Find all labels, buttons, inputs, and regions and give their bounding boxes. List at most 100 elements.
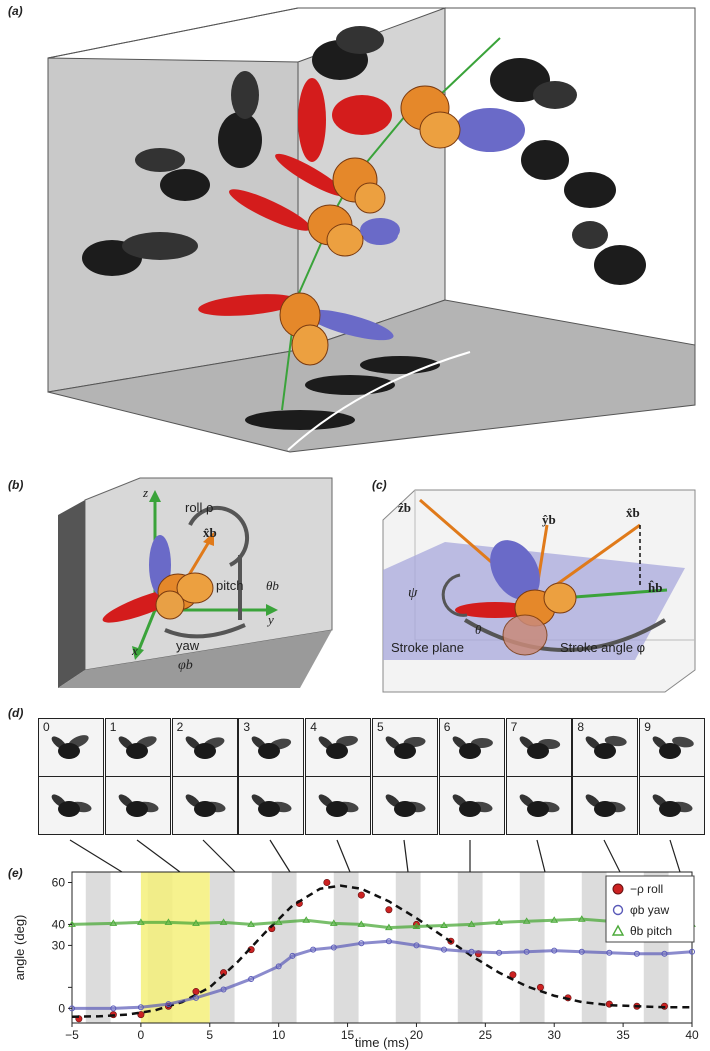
data-point	[68, 920, 76, 927]
panel-b-label: (b)	[8, 478, 24, 492]
b-phi-label: φb	[178, 658, 193, 673]
c-stroke-angle-label: Stroke angle φ	[560, 640, 646, 655]
legend-marker	[611, 924, 625, 936]
panel-c-label: (c)	[372, 478, 387, 492]
frame-number: 7	[510, 720, 518, 734]
frame-number: 1	[109, 720, 117, 734]
data-point	[551, 947, 558, 954]
data-point	[550, 916, 559, 923]
data-point	[385, 938, 392, 945]
panel-a-label: (a)	[8, 4, 23, 18]
fly-silhouette	[652, 736, 694, 759]
data-point	[137, 1011, 145, 1019]
stripe	[581, 872, 607, 1023]
data-point	[441, 946, 447, 953]
data-point	[440, 921, 448, 928]
b-yaw-label: yaw	[176, 638, 200, 653]
frame-bottom-7	[505, 776, 572, 835]
legend-label: −ρ roll	[630, 882, 663, 896]
panel-d-label: (d)	[8, 706, 24, 720]
fly-silhouette	[318, 794, 359, 817]
data-point	[137, 1004, 144, 1011]
data-point	[496, 949, 503, 956]
fly-silhouette	[519, 794, 560, 817]
frame-bottom-9	[639, 776, 706, 835]
frame-top-4: 4	[305, 718, 372, 777]
stripe	[209, 872, 235, 1023]
c-zhat-label: ẑb	[398, 500, 411, 515]
x-tick-label: 25	[479, 1028, 493, 1042]
stripe	[457, 872, 483, 1023]
data-point	[219, 918, 228, 925]
panel-c-stroke-diagram	[382, 489, 696, 693]
fly-silhouette	[82, 26, 384, 276]
fly-silhouette	[652, 794, 693, 817]
data-point	[330, 944, 337, 951]
b-theta-label: θb	[266, 578, 279, 593]
data-point	[495, 918, 503, 925]
fly-silhouette	[51, 794, 92, 817]
fly-silhouette	[185, 794, 226, 817]
data-point	[509, 971, 517, 979]
legend-label: φb yaw	[630, 903, 669, 917]
fly-silhouette	[318, 735, 359, 759]
data-point	[633, 950, 640, 957]
x-tick-label: 15	[341, 1028, 355, 1042]
data-point	[323, 878, 331, 886]
y-tick-label: 60	[52, 875, 66, 889]
series-line	[71, 884, 692, 1018]
frame-top-9: 9	[639, 718, 706, 777]
data-point	[385, 923, 393, 931]
frame-top-3: 3	[238, 718, 305, 777]
panel-e-label: (e)	[8, 866, 23, 880]
highlight-span	[140, 872, 210, 1023]
data-point	[468, 948, 475, 955]
x-tick-label: 30	[548, 1028, 562, 1042]
c-hhat-label: ĥb	[648, 580, 663, 595]
frame-top-0: 0	[38, 718, 104, 777]
data-point	[193, 994, 199, 1001]
fly-silhouette	[51, 735, 89, 759]
series-line	[71, 917, 692, 930]
fly-model	[229, 189, 398, 257]
data-point	[247, 920, 255, 927]
fly-model	[298, 78, 525, 162]
frame-number: 4	[310, 720, 317, 734]
data-point	[385, 906, 393, 914]
x-tick-label: −5	[65, 1028, 79, 1042]
frame-number: 2	[176, 720, 184, 734]
legend-marker	[612, 904, 624, 916]
x-tick-label: 40	[685, 1028, 699, 1042]
fly-model	[275, 153, 400, 242]
data-point	[577, 915, 586, 922]
fly-silhouette	[452, 736, 493, 759]
frame-bottom-4	[305, 776, 372, 835]
fly-silhouette	[385, 794, 426, 817]
frame-number: 6	[443, 720, 451, 734]
fly-silhouette	[586, 794, 626, 817]
fly-silhouette	[385, 736, 426, 759]
data-point	[522, 917, 531, 924]
x-tick-label: 10	[272, 1028, 286, 1042]
data-point	[578, 948, 585, 955]
frame-bottom-6	[438, 776, 505, 835]
x-tick-label: 0	[138, 1028, 145, 1042]
frame-number: 5	[377, 720, 384, 734]
stripe	[85, 872, 111, 1023]
panel-b-axes-diagram	[58, 477, 333, 688]
legend-marker	[612, 883, 624, 895]
frame-number: 0	[43, 720, 50, 734]
b-y-label: y	[268, 612, 274, 627]
data-point	[109, 919, 118, 926]
data-point	[310, 946, 317, 953]
data-point	[413, 942, 420, 949]
b-z-label: z	[143, 485, 149, 500]
panel-a-flight-box	[47, 7, 696, 453]
data-point	[275, 963, 282, 970]
frame-top-2: 2	[171, 718, 238, 777]
fly-silhouette	[252, 736, 292, 759]
data-point	[220, 986, 227, 993]
data-point	[329, 919, 338, 926]
